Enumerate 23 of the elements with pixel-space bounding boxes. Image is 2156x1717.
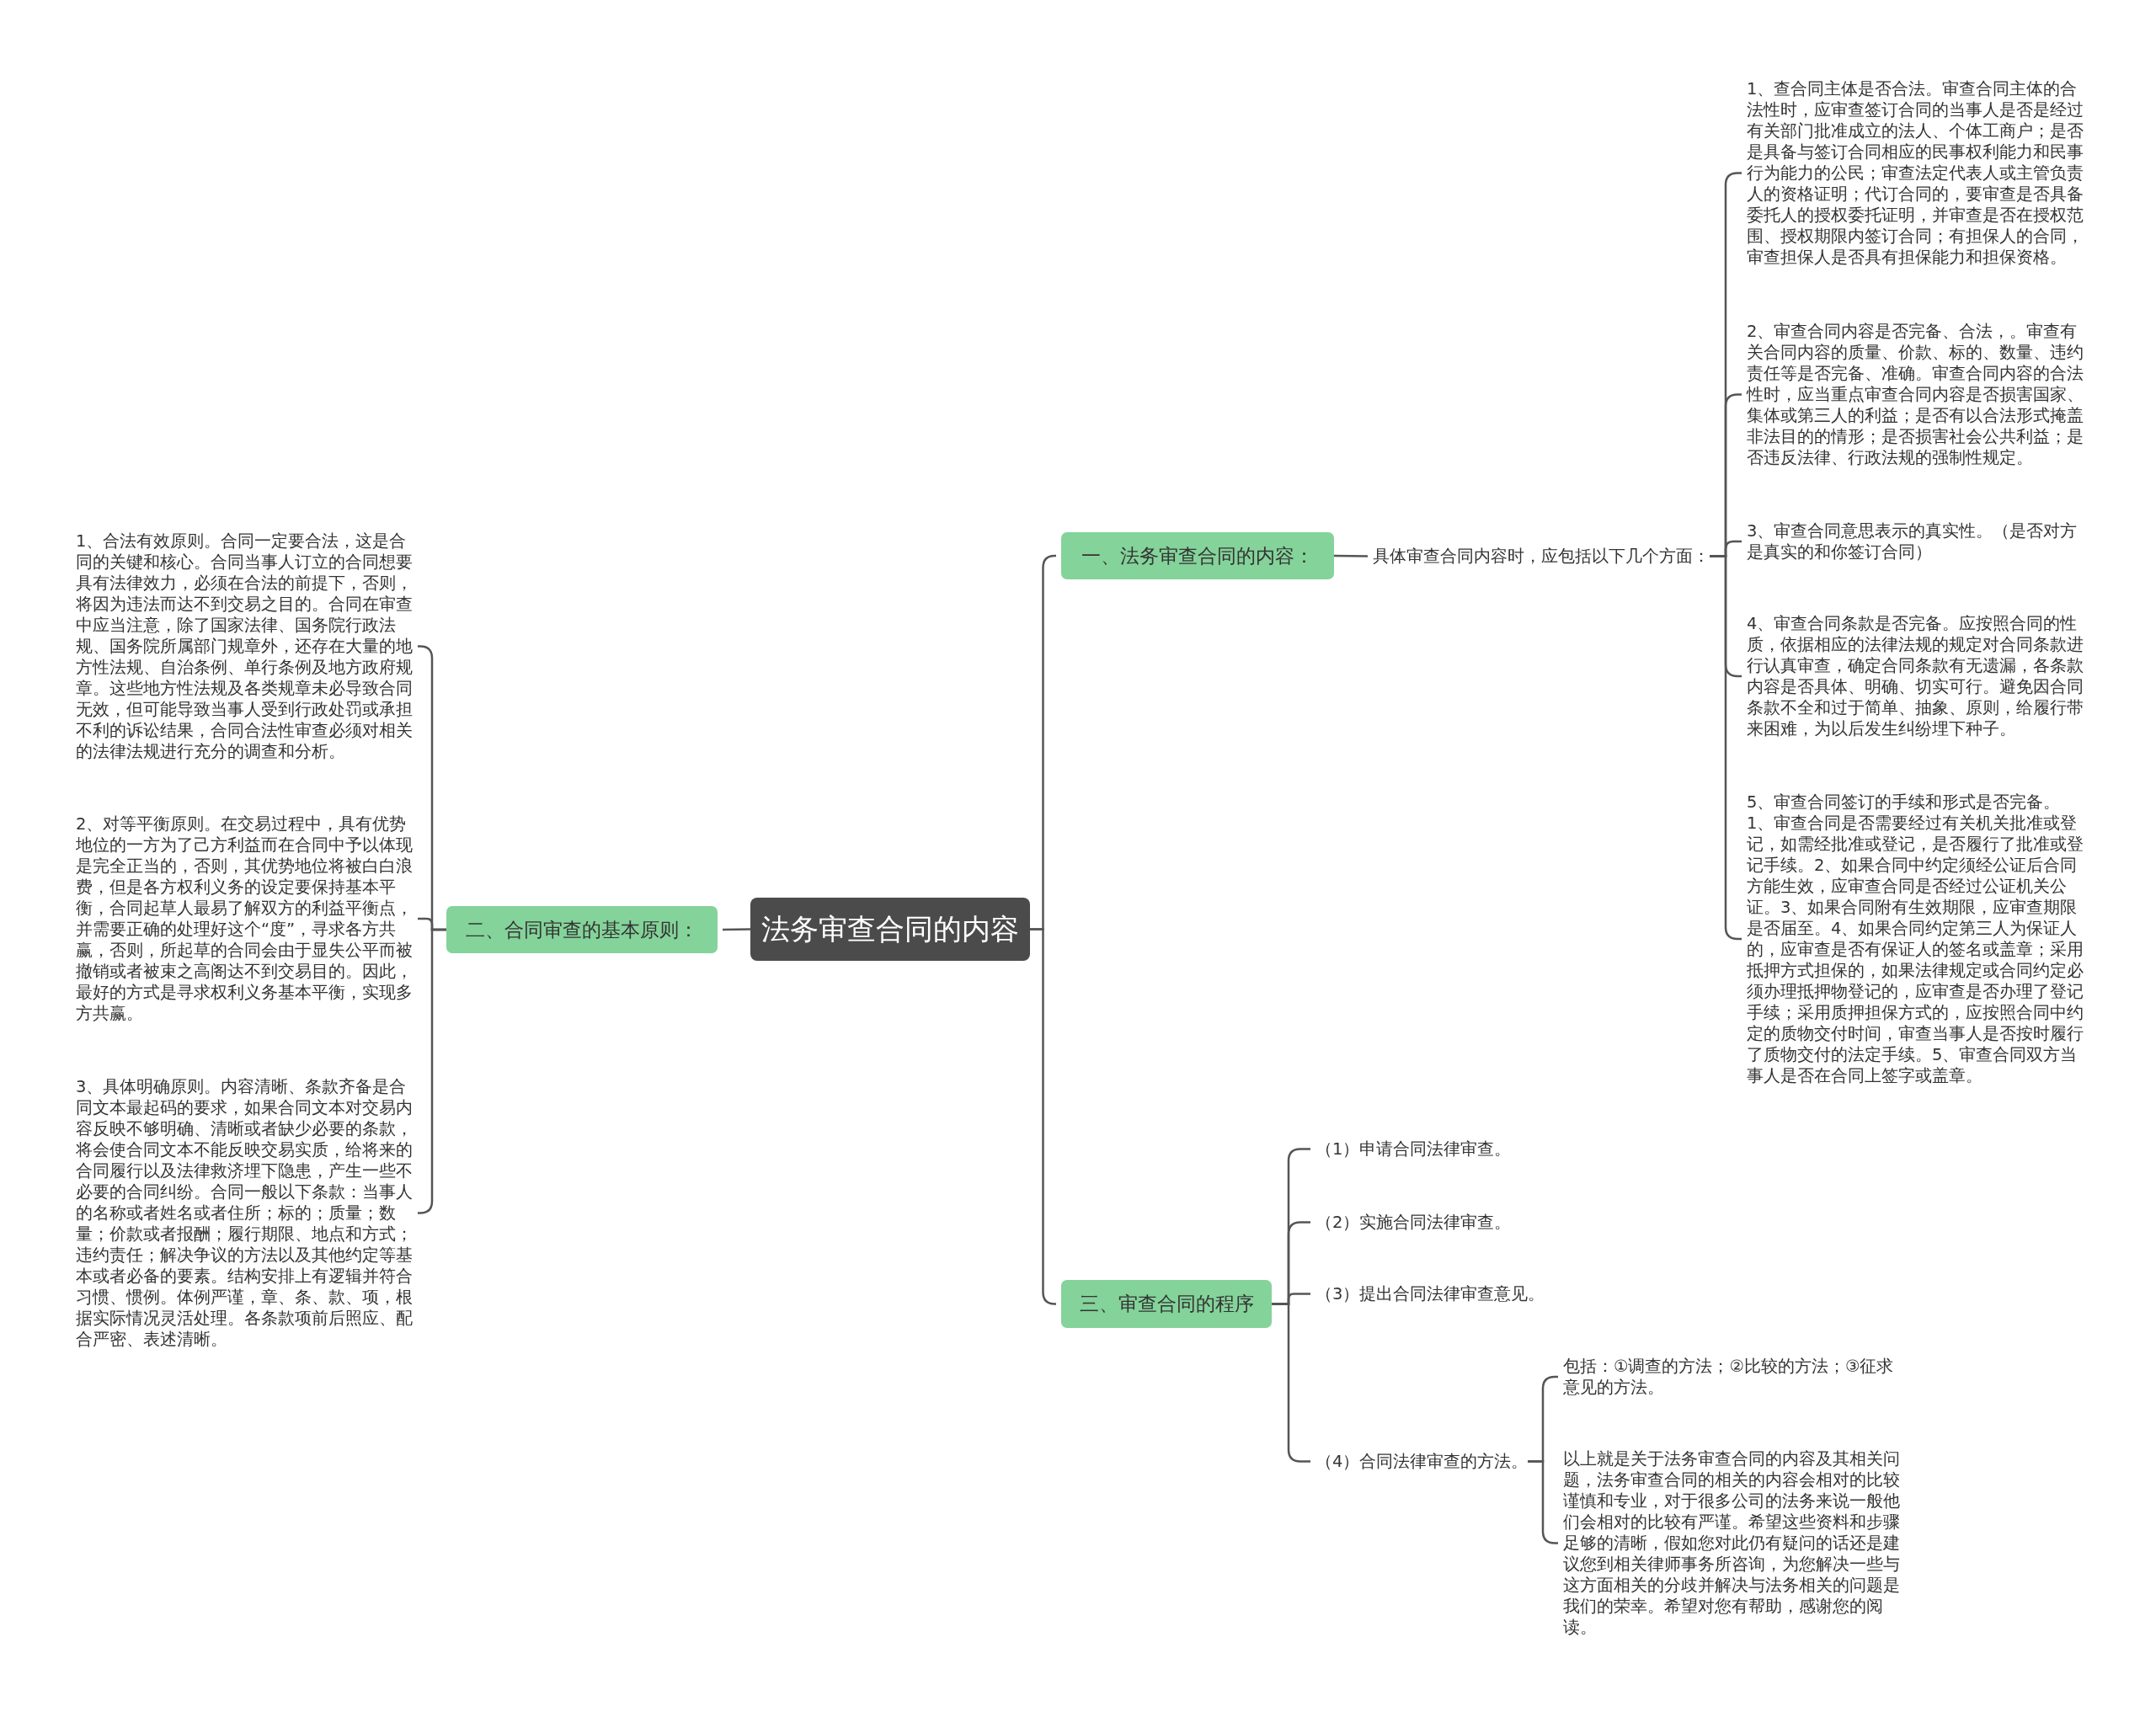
topic-text: 1、合法有效原则。合同一定要合法，这是合同的关键和核心。合同当事人订立的合同想要具有法律效力，必须在合法的前提下，否则，将因为违法而达不到交易之目的。合同在审查中应当注意，除了国家法律、国务院行政法规、国务院所属部门规章外，还存在大量的地方性法规、自治条例、单行条例及地方政府规章。这些地方性法规及各类规章未必导致合同无效，但可能导致当事人受到行政处罚或承担不利的诉讼结果，合同合法性审查必须对相关的法律法规进行充分的调查和分析。: [76, 531, 413, 762]
topic-text: 3、审查合同意思表示的真实性。（是否对方是真实的和你签订合同）: [1747, 520, 2084, 563]
topic-text: 以上就是关于法务审查合同的内容及其相关问题，法务审查合同的相关的内容会相对的比较谨慎和专业，对于很多公司的法务来说一般他们会相对的比较有严谨。希望这些资料和步骤足够的清晰，假如您对此仍有疑问的话还是建议您到相关律师事务所咨询，为您解决一些与这方面相关的分歧并解决与法务相关的问题是我们的荣幸。希望对您有帮助，感谢您的阅读。: [1563, 1448, 1900, 1638]
branch-topic-box: 一、法务审查合同的内容：: [1061, 532, 1334, 579]
connector-line: [1334, 554, 1368, 557]
connector-line: [1030, 928, 1057, 1305]
connector-line: [723, 928, 750, 931]
topic-text: 具体审查合同内容时，应包括以下几个方面：: [1373, 546, 1710, 567]
topic-text: （3）提出合同法律审查意见。: [1315, 1283, 1545, 1304]
topic-text: （1）申请合同法律审查。: [1315, 1138, 1512, 1160]
topic-text: 包括：①调查的方法；②比较的方法；③征求意见的方法。: [1563, 1356, 1900, 1398]
topic-text: （4）合同法律审查的方法。: [1315, 1451, 1529, 1472]
topic-text: 1、查合同主体是否合法。审查合同主体的合法性时，应审查签订合同的当事人是否是经过有关部门批准成立的法人、个体工商户；是否是具备与签订合同相应的民事权利能力和民事行为能力的公民；审查法定代表人或主管负责人的资格证明；代订合同的，要审查是否具备委托人的授权委托证明，并审查是否在授权范围、授权期限内签订合同；有担保人的合同，审查担保人是否具有担保能力和担保资格。: [1747, 78, 2084, 268]
topic-text: （2）实施合同法律审查。: [1315, 1212, 1512, 1233]
topic-text: 5、审查合同签订的手续和形式是否完备。1、审查合同是否需要经过有关机关批准或登记，如需经批准或登记，是否履行了批准或登记手续。2、如果合同中约定须经公证后合同方能生效，应审查合同是否经过公证机关公证。3、如果合同附有生效期限，应审查期限是否届至。4、如果合同约定第三人为保证人的，应审查是否有保证人的签名或盖章；采用抵押方式担保的，如果法律规定或合同约定必须办理抵押物登记的，应审查是否办理了登记手续；采用质押担保方式的，应按照合同中约定的质物交付时间，审查当事人是否按时履行了质物交付的法定手续。5、审查合同双方当事人是否在合同上签字或盖章。: [1747, 792, 2084, 1086]
topic-text: 2、对等平衡原则。在交易过程中，具有优势地位的一方为了己方利益而在合同中予以体现是完全正当的，否则，其优势地位将被白白浪费，但是各方权利义务的设定要保持基本平衡，合同起草人最易了解双方的利益平衡点，并需要正确的处理好这个“度”，寻求各方共赢，否则，所起草的合同会由于显失公平而被撤销或者被束之高阁达不到交易目的。因此，最好的方式是寻求权利义务基本平衡，实现多方共赢。: [76, 813, 413, 1024]
branch-topic-box: 三、审查合同的程序: [1061, 1280, 1272, 1328]
topic-text: 4、审查合同条款是否完备。应按照合同的性质，依据相应的法律法规的规定对合同条款进行认真审查，确定合同条款有无遗漏，各条款内容是否具体、明确、切实可行。避免因合同条款不全和过于简单、抽象、原则，给履行带来困难，为以后发生纠纷埋下种子。: [1747, 613, 2084, 739]
topic-text: 3、具体明确原则。内容清晰、条款齐备是合同文本最起码的要求，如果合同文本对交易内容反映不够明确、清晰或者缺少必要的条款，将会使合同文本不能反映交易实质，给将来的合同履行以及法律救济埋下隐患，产生一些不必要的合同纠纷。合同一般以下条款：当事人的名称或者姓名或者住所；标的；质量；数量；价款或者报酬；履行期限、地点和方式；违约责任；解决争议的方法以及其他约定等基本或者必备的要素。结构安排上有逻辑并符合习惯、惯例。体例严谨，章、条、款、项，根据实际情况灵活处理。各条款项前后照应、配合严密、表述清晰。: [76, 1076, 413, 1350]
root-topic-box: 法务审查合同的内容: [750, 898, 1030, 961]
branch-topic-box: 二、合同审查的基本原则：: [446, 906, 718, 953]
topic-text: 2、审查合同内容是否完备、合法，。审查有关合同内容的质量、价款、标的、数量、违约责任等是否完备、准确。审查合同内容的合法性时，应当重点审查合同内容是否损害国家、集体或第三人的利益；是否有以合法形式掩盖非法目的的情形；是否损害社会公共利益；是否违反法律、行政法规的强制性规定。: [1747, 321, 2084, 468]
connector-line: [418, 928, 446, 1214]
